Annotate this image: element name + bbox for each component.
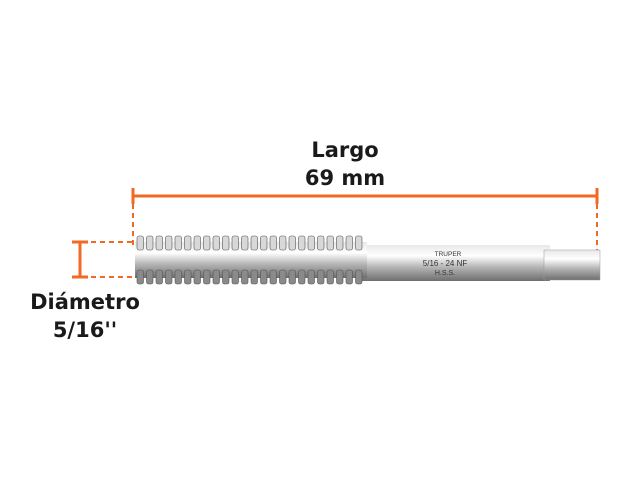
thread-tooth xyxy=(336,269,344,285)
thread-tooth xyxy=(307,269,315,285)
extension-lines xyxy=(82,204,598,278)
tap-square-drive xyxy=(543,249,601,281)
thread-tooth xyxy=(269,235,277,251)
thread-tooth xyxy=(260,235,268,251)
thread-tooth xyxy=(136,235,144,251)
thread-tooth xyxy=(212,269,220,285)
thread-tooth xyxy=(250,235,258,251)
thread-tooth xyxy=(317,235,325,251)
thread-tooth xyxy=(222,269,230,285)
thread-tooth xyxy=(155,235,163,251)
tap-shank xyxy=(360,245,550,281)
thread-tooth xyxy=(298,235,306,251)
tap-tool: TRUPER 5/16 - 24 NF H.S.S. xyxy=(135,235,601,285)
thread-tooth xyxy=(184,269,192,285)
thread-tooth xyxy=(279,235,287,251)
length-label: Largo 69 mm xyxy=(270,136,420,192)
diameter-dimension-line xyxy=(72,240,88,279)
length-value: 69 mm xyxy=(304,166,386,190)
thread-tooth xyxy=(174,235,182,251)
thread-tooth xyxy=(355,235,363,251)
thread-tooth xyxy=(203,269,211,285)
material-marking: H.S.S. xyxy=(435,270,455,277)
thread-tooth xyxy=(184,235,192,251)
brand-marking: TRUPER xyxy=(435,251,462,258)
thread-tooth xyxy=(269,269,277,285)
thread-tooth xyxy=(136,269,144,285)
thread-tooth xyxy=(231,269,239,285)
diameter-value: 5/16'' xyxy=(52,318,118,342)
thread-tooth xyxy=(250,269,258,285)
thread-tooth xyxy=(298,269,306,285)
thread-tooth xyxy=(241,235,249,251)
thread-tooth xyxy=(193,235,201,251)
thread-tooth xyxy=(155,269,163,285)
diameter-title: Diámetro xyxy=(30,290,140,314)
thread-tooth xyxy=(222,235,230,251)
thread-tooth xyxy=(345,269,353,285)
thread-tooth xyxy=(345,235,353,251)
thread-tooth xyxy=(355,269,363,285)
thread-tooth xyxy=(165,269,173,285)
thread-tooth xyxy=(146,269,154,285)
thread-tooth xyxy=(307,235,315,251)
thread-tooth xyxy=(260,269,268,285)
thread-tooth xyxy=(317,269,325,285)
thread-tooth xyxy=(288,235,296,251)
size-marking: 5/16 - 24 NF xyxy=(423,259,468,268)
length-title: Largo xyxy=(311,138,379,162)
thread-tooth xyxy=(336,235,344,251)
thread-tooth xyxy=(193,269,201,285)
thread-tooth xyxy=(212,235,220,251)
length-dimension-line xyxy=(131,188,599,204)
thread-tooth xyxy=(279,269,287,285)
diameter-label: Diámetro 5/16'' xyxy=(20,288,150,344)
thread-tooth xyxy=(288,269,296,285)
thread-tooth xyxy=(326,269,334,285)
tap-threads xyxy=(136,235,363,285)
thread-tooth xyxy=(231,235,239,251)
thread-tooth xyxy=(174,269,182,285)
thread-tooth xyxy=(326,235,334,251)
thread-tooth xyxy=(165,235,173,251)
thread-tooth xyxy=(241,269,249,285)
thread-tooth xyxy=(203,235,211,251)
thread-tooth xyxy=(146,235,154,251)
